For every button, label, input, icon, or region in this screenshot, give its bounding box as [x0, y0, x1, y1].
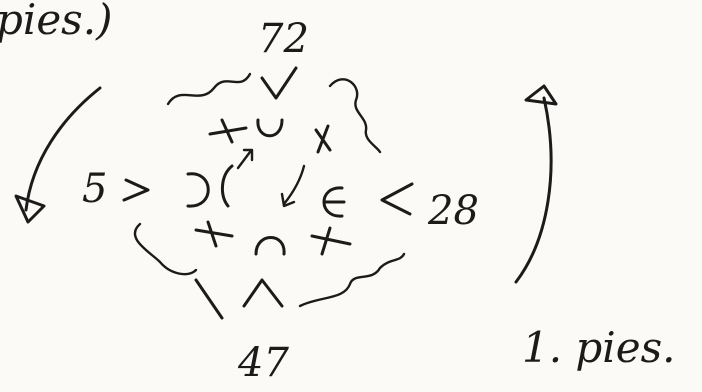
- check-mark-symbol: [262, 68, 296, 98]
- bottom-left-squiggle: [135, 224, 196, 274]
- small-arrow-down: [284, 166, 304, 204]
- partial-word-top-left: pies.): [0, 0, 112, 44]
- right-curved-arrow: [516, 86, 556, 282]
- cross-mark-bottom-left-a: [196, 230, 232, 236]
- less-than-symbol: [382, 184, 412, 214]
- top-symbol-cluster: [168, 68, 380, 152]
- top-right-squiggle: [330, 79, 380, 152]
- cup-symbol: [258, 120, 282, 136]
- small-arrow-up: [238, 152, 250, 168]
- top-left-squiggle: [168, 74, 250, 104]
- cross-mark-top-right-b: [318, 126, 328, 152]
- wedge-left-line: [196, 280, 222, 318]
- paren-symbol: [222, 166, 232, 206]
- number-top: 72: [258, 16, 309, 62]
- middle-symbol-row: [124, 150, 412, 216]
- number-left: 5: [82, 166, 107, 212]
- note-bottom-right: 1. pies.: [522, 323, 676, 372]
- number-right: 28: [427, 188, 479, 234]
- bottom-right-squiggle: [300, 254, 404, 306]
- cross-mark-bottom-right-a: [312, 236, 350, 244]
- number-bottom: 47: [237, 340, 289, 386]
- superset-symbol: [188, 174, 208, 206]
- cap-symbol: [256, 238, 284, 255]
- wedge-symbol: [244, 280, 282, 306]
- bottom-symbol-cluster: [135, 222, 404, 318]
- greater-than-symbol: [124, 180, 148, 200]
